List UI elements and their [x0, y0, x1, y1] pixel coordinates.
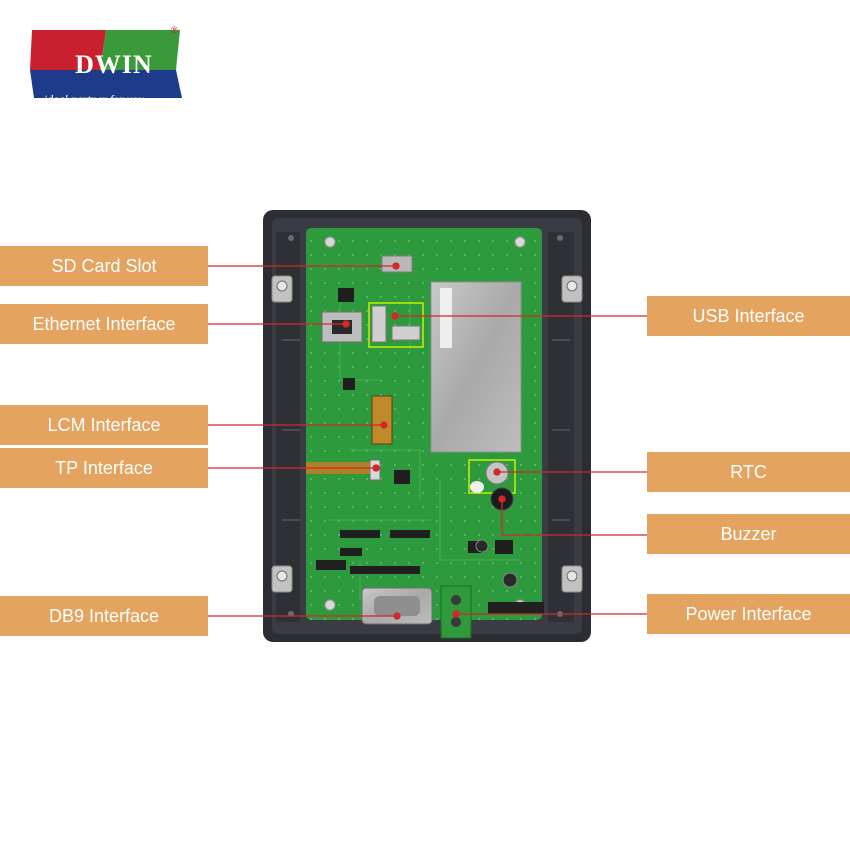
label-tp-interface: TP Interface	[0, 448, 208, 488]
label-buzzer: Buzzer	[647, 514, 850, 554]
registered-mark: ®	[171, 25, 178, 35]
leader-dot	[452, 610, 460, 618]
label-rtc: RTC	[647, 452, 850, 492]
pcb-board	[306, 228, 544, 639]
screw-icon	[276, 280, 288, 292]
label-lcm-interface: LCM Interface	[0, 405, 208, 445]
label-usb-interface: USB Interface	[647, 296, 850, 336]
leader-dot	[342, 320, 350, 328]
leader-dot	[372, 464, 380, 472]
leader-dot	[393, 612, 401, 620]
label-power-interface: Power Interface	[647, 594, 850, 634]
usb-port-icon	[371, 305, 387, 343]
leader-dot	[392, 262, 400, 270]
usb-highlight	[368, 302, 424, 348]
label-db9-interface: DB9 Interface	[0, 596, 208, 636]
screw-icon	[566, 280, 578, 292]
screw-icon	[276, 570, 288, 582]
dwin-logo: DWIN ® ideal partner for you	[30, 22, 182, 106]
leader-buzzer	[501, 499, 647, 536]
usb-port-icon	[391, 325, 421, 341]
rtc-highlight	[468, 459, 516, 494]
lcm-connector-icon	[371, 395, 393, 445]
ethernet-port-icon	[321, 311, 363, 343]
logo-tagline: ideal partner for you	[43, 92, 145, 106]
label-sd-card-slot: SD Card Slot	[0, 246, 208, 286]
leader-dot	[498, 495, 506, 503]
label-ethernet-interface: Ethernet Interface	[0, 304, 208, 344]
logo-wordmark: DWIN	[75, 50, 153, 79]
screw-icon	[566, 570, 578, 582]
leader-dot	[380, 421, 388, 429]
leader-dot	[391, 312, 399, 320]
logo-graphic	[30, 30, 182, 98]
leader-dot	[493, 468, 501, 476]
